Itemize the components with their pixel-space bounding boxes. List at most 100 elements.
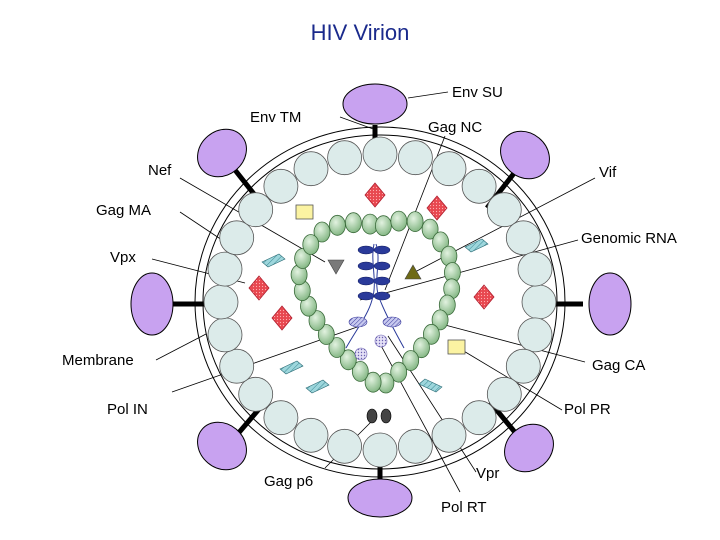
vpx-diamond	[364, 182, 386, 208]
label-gag-ca: Gag CA	[592, 357, 645, 374]
gag-ma-circle	[219, 348, 255, 384]
label-env-tm: Env TM	[250, 109, 301, 126]
gag-ca-capsid	[290, 210, 461, 394]
gag-ma-circle	[238, 376, 274, 412]
vpx-diamond	[248, 275, 270, 301]
internal-proteins	[248, 182, 495, 424]
env-su-knob	[342, 83, 408, 125]
env-su-knob	[588, 272, 632, 336]
gag-ca-bead	[390, 361, 408, 383]
vpr-parallelogram	[261, 253, 286, 268]
gag-ca-bead	[422, 323, 440, 345]
label-genomic-rna: Genomic RNA	[581, 230, 677, 247]
label-env-su: Env SU	[452, 84, 503, 101]
vpr-parallelogram	[464, 238, 489, 253]
gag-ma-circle	[238, 192, 274, 228]
label-pol-pr: Pol PR	[564, 401, 611, 418]
env-glycoproteins	[130, 83, 632, 518]
label-membrane: Membrane	[62, 352, 134, 369]
gag-ca-bead	[317, 324, 335, 345]
vpr-parallelogram	[279, 360, 304, 375]
labels: Env SU Env TM Gag NC Nef Vif Gag MA Geno…	[62, 84, 677, 516]
gag-ma-circle	[397, 428, 433, 464]
gag-ca-bead	[313, 221, 331, 243]
gag-ma-circle	[397, 140, 433, 176]
gag-ca-bead	[431, 309, 449, 331]
vpr-parallelogram	[418, 378, 443, 393]
gag-ma-circle	[293, 417, 329, 453]
label-pol-rt: Pol RT	[441, 499, 487, 516]
env-su-knob	[197, 128, 247, 178]
genomic-rna-strand	[345, 243, 375, 349]
gag-ca-bead	[339, 349, 357, 371]
gag-ca-bead	[374, 215, 392, 237]
gag-ma-circle	[486, 376, 522, 412]
gag-ma-circle	[327, 428, 363, 464]
gag-p6-oval	[380, 408, 392, 424]
pol-pr-square	[447, 339, 466, 355]
env-su-knob	[504, 423, 554, 473]
gag-ca-bead	[351, 360, 369, 382]
env-su-knob	[347, 478, 413, 518]
gag-nc-oval	[373, 291, 391, 301]
gag-nc-oval	[373, 261, 391, 271]
gag-ca-bead	[390, 210, 408, 232]
diagram-title: HIV Virion	[310, 20, 410, 45]
gag-ma-circle	[521, 284, 557, 320]
pol-in-oval	[382, 316, 402, 328]
gag-ca-bead	[402, 350, 420, 371]
gag-ca-bead	[432, 231, 450, 253]
vpx-diamond	[473, 284, 495, 310]
gag-ca-bead	[328, 337, 346, 358]
gag-ca-bead	[413, 337, 430, 359]
gag-ca-bead	[364, 371, 382, 393]
env-su-knob	[197, 421, 247, 471]
membrane-inner	[202, 134, 558, 470]
gag-ma-circle	[203, 284, 239, 320]
gag-p6-oval	[366, 408, 378, 424]
gag-ma-circle	[263, 400, 299, 436]
gag-ma-circle	[362, 432, 398, 468]
gag-nc-oval	[357, 276, 375, 286]
pol-in-oval	[348, 316, 368, 328]
membrane-outer	[194, 126, 566, 478]
gag-ma-circle	[219, 220, 255, 256]
gag-ca-bead	[328, 214, 346, 236]
env-su-knob	[130, 272, 174, 336]
label-vif: Vif	[599, 164, 617, 181]
label-gag-p6: Gag p6	[264, 473, 313, 490]
yellow-square	[295, 204, 314, 220]
label-gag-ma: Gag MA	[96, 202, 151, 219]
gag-ma-circle	[486, 192, 522, 228]
vpx-diamond	[271, 305, 293, 331]
gag-ca-bead	[421, 218, 439, 240]
gag-nc-oval	[357, 291, 375, 301]
nef-triangle	[327, 259, 345, 275]
gag-ma-circle	[461, 400, 497, 436]
label-pol-in: Pol IN	[107, 401, 148, 418]
gag-ma-circle	[461, 168, 497, 204]
env-su-knob	[500, 130, 550, 180]
gag-ma-circle	[505, 348, 541, 384]
gag-ma-circle	[505, 220, 541, 256]
label-vpr: Vpr	[476, 465, 499, 482]
gag-ma-circle	[263, 168, 299, 204]
gag-nc-oval	[357, 261, 375, 271]
gag-ma-circle	[207, 317, 243, 353]
gag-ma-circle	[207, 251, 243, 287]
vpr-parallelogram	[305, 379, 330, 394]
gag-ma-ring	[203, 136, 557, 468]
gag-ca-bead	[302, 234, 320, 255]
gag-ma-circle	[293, 151, 329, 187]
gag-ca-bead	[308, 310, 326, 332]
gag-ma-circle	[431, 417, 467, 453]
label-gag-nc: Gag NC	[428, 119, 482, 136]
gag-ca-bead	[406, 211, 424, 233]
genomic-rna-strand	[375, 243, 405, 349]
pol-rt-circle	[354, 347, 368, 361]
pol-rt-circle	[374, 334, 388, 348]
label-nef: Nef	[148, 162, 172, 179]
vpx-diamond	[426, 195, 448, 221]
gag-ma-circle	[327, 140, 363, 176]
